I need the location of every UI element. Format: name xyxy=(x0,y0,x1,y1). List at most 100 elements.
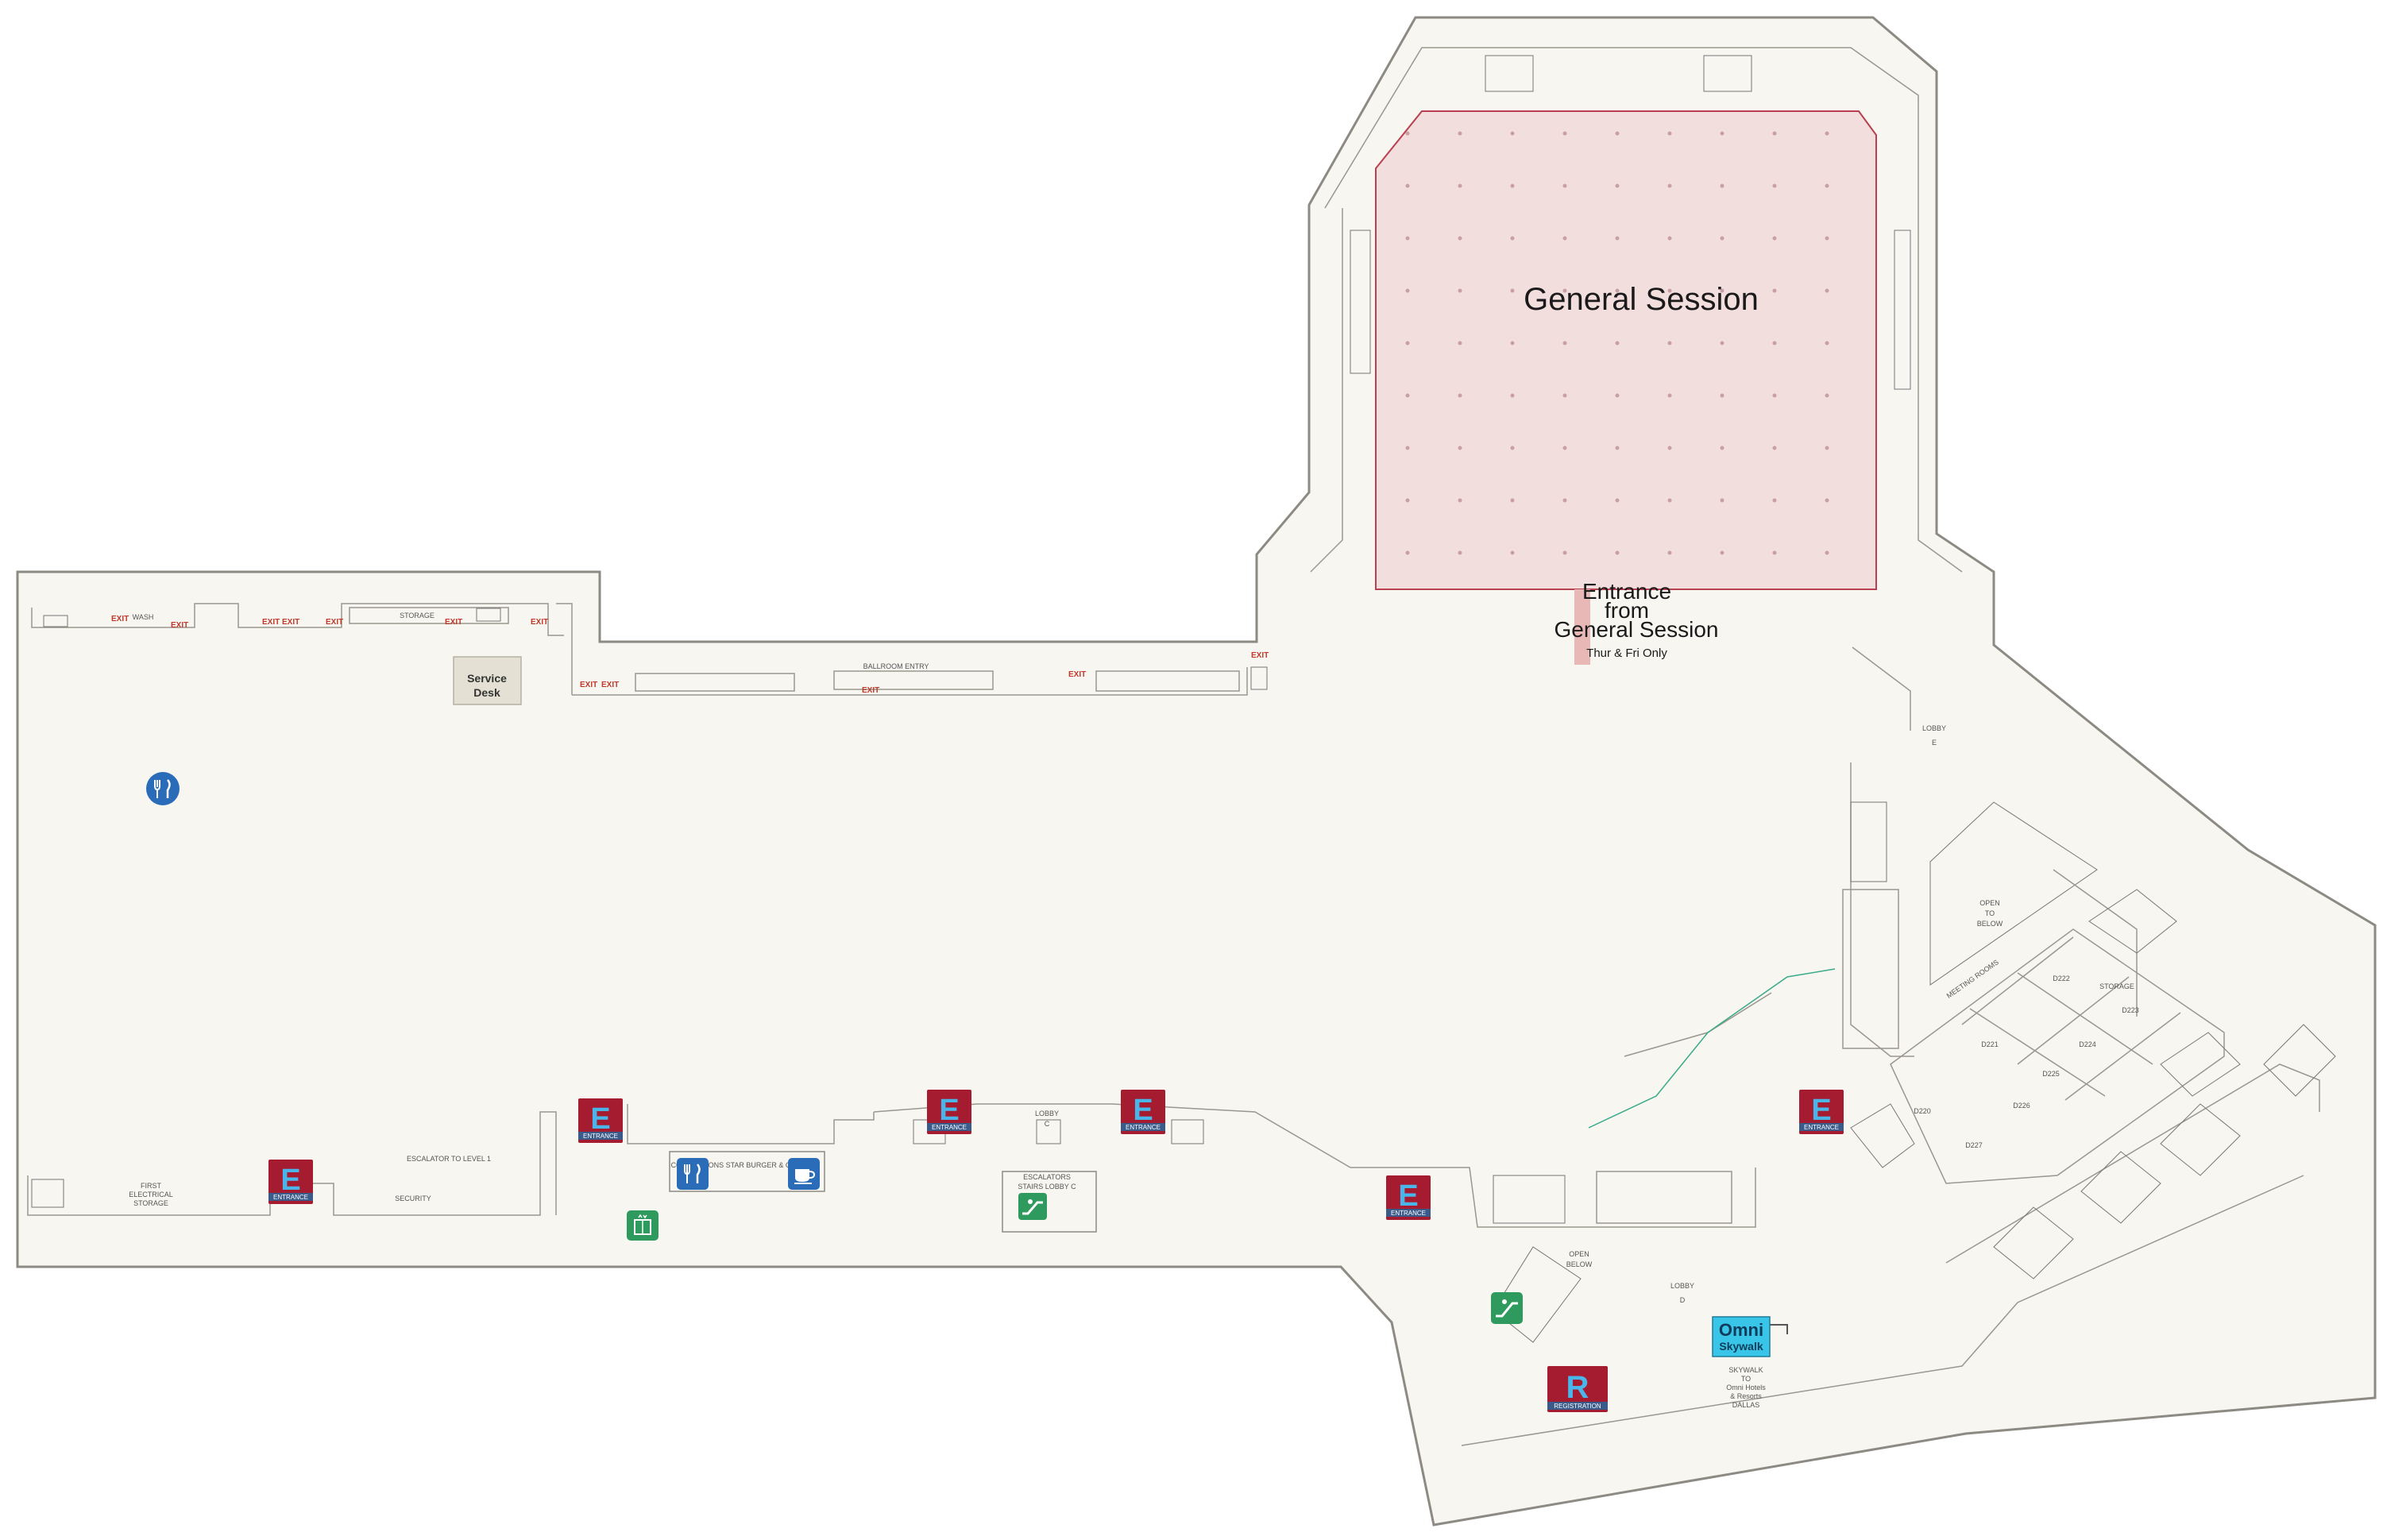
security-label: SECURITY xyxy=(395,1195,431,1202)
wash-label: WASH xyxy=(133,613,154,621)
room-d220: D220 xyxy=(1914,1107,1931,1115)
session-entrance-label-1: Entrance xyxy=(1582,579,1671,604)
session-column xyxy=(1615,236,1620,241)
session-column xyxy=(1667,498,1672,503)
session-column xyxy=(1825,550,1829,555)
exit-label: EXIT xyxy=(445,618,462,627)
escalator-icon-lobby-d[interactable] xyxy=(1491,1292,1523,1324)
lobby-c-letter: C xyxy=(1045,1120,1050,1128)
storage-top-label: STORAGE xyxy=(400,612,435,619)
coffee-cup-icon[interactable] xyxy=(788,1158,820,1190)
session-column xyxy=(1615,288,1620,293)
entrance-badge-letter: E xyxy=(1133,1094,1153,1127)
session-column xyxy=(1458,498,1462,503)
fork-knife-icon-concessions[interactable] xyxy=(677,1158,709,1190)
session-column xyxy=(1615,341,1620,345)
svg-text:Omni: Omni xyxy=(1719,1320,1763,1340)
entrance-badge-letter: E xyxy=(939,1094,959,1127)
session-perimeter-walls xyxy=(1310,47,1963,573)
escalator-icon[interactable] xyxy=(1018,1193,1047,1220)
room-d223: D223 xyxy=(2122,1006,2139,1014)
connector-green-line xyxy=(1588,968,1836,1129)
exit-label: EXIT xyxy=(601,681,619,689)
session-column xyxy=(1562,550,1567,555)
svg-text:REGISTRATION: REGISTRATION xyxy=(1554,1403,1601,1410)
exit-label: EXIT xyxy=(1251,651,1269,660)
omni-skywalk-badge[interactable]: Omni Skywalk xyxy=(1712,1316,1771,1357)
session-column xyxy=(1720,393,1724,398)
session-column xyxy=(1615,393,1620,398)
session-column xyxy=(1615,131,1620,136)
session-column xyxy=(1772,341,1777,345)
session-column xyxy=(1615,446,1620,450)
skywalk-note-2: TO xyxy=(1741,1375,1751,1383)
session-column xyxy=(1562,393,1567,398)
elevator-icon[interactable] xyxy=(627,1210,659,1241)
session-column xyxy=(1405,183,1410,188)
session-entrance-note: Thur & Fri Only xyxy=(1586,646,1667,660)
session-column xyxy=(1562,236,1567,241)
storage-d-label: STORAGE xyxy=(2099,982,2134,990)
registration-badge[interactable]: R REGISTRATION xyxy=(1547,1366,1608,1412)
session-column xyxy=(1825,288,1829,293)
exit-label: EXIT xyxy=(531,618,548,627)
session-column xyxy=(1510,288,1515,293)
session-column xyxy=(1562,288,1567,293)
entrance-badge-letter: E xyxy=(280,1164,300,1197)
session-column xyxy=(1720,183,1724,188)
concessions-label: CONCESSIONS STAR BURGER & COFFEE xyxy=(671,1161,815,1169)
session-column xyxy=(1720,498,1724,503)
session-column xyxy=(1510,550,1515,555)
session-column xyxy=(1772,550,1777,555)
entrance-badge-letter: E xyxy=(1398,1179,1418,1213)
skywalk-note-5: DALLAS xyxy=(1732,1401,1760,1409)
session-entrance-label-2: from xyxy=(1605,598,1649,623)
session-column xyxy=(1720,131,1724,136)
session-column xyxy=(1772,498,1777,503)
session-column xyxy=(1562,446,1567,450)
session-column xyxy=(1458,393,1462,398)
open-below-2: BELOW xyxy=(1566,1260,1593,1268)
session-column xyxy=(1405,288,1410,293)
session-column xyxy=(1405,446,1410,450)
lobby-c-label: LOBBY xyxy=(1035,1110,1059,1117)
room-d225: D225 xyxy=(2042,1070,2060,1078)
session-column-grid xyxy=(1405,131,1829,555)
session-column xyxy=(1667,393,1672,398)
session-column xyxy=(1772,393,1777,398)
exit-label: EXIT xyxy=(111,615,129,623)
session-column xyxy=(1720,236,1724,241)
session-column xyxy=(1458,341,1462,345)
session-column xyxy=(1720,288,1724,293)
session-column xyxy=(1405,131,1410,136)
session-column xyxy=(1405,393,1410,398)
svg-text:Service: Service xyxy=(467,672,507,685)
floor-outline xyxy=(16,16,2377,1526)
session-column xyxy=(1458,183,1462,188)
session-column xyxy=(1667,236,1672,241)
open-to-below-3: BELOW xyxy=(1977,920,2003,928)
session-column xyxy=(1825,183,1829,188)
session-column xyxy=(1562,341,1567,345)
session-column xyxy=(1458,550,1462,555)
escalator-to-level-label: ESCALATOR TO LEVEL 1 xyxy=(407,1155,491,1163)
room-d222: D222 xyxy=(2053,975,2070,982)
entrance-badge-label: ENTRANCE xyxy=(1804,1124,1839,1131)
fork-knife-icon[interactable] xyxy=(146,772,180,805)
session-entrance-corridor xyxy=(1574,589,1590,665)
lobby-e-letter: E xyxy=(1932,739,1937,747)
session-column xyxy=(1772,131,1777,136)
exit-label: EXIT xyxy=(282,618,299,627)
session-column xyxy=(1510,131,1515,136)
left-hall-top-wall xyxy=(31,603,1268,696)
room-d227: D227 xyxy=(1965,1141,1983,1149)
entrance-badge-label: ENTRANCE xyxy=(1391,1210,1426,1217)
service-desk[interactable]: Service Desk xyxy=(453,656,522,705)
